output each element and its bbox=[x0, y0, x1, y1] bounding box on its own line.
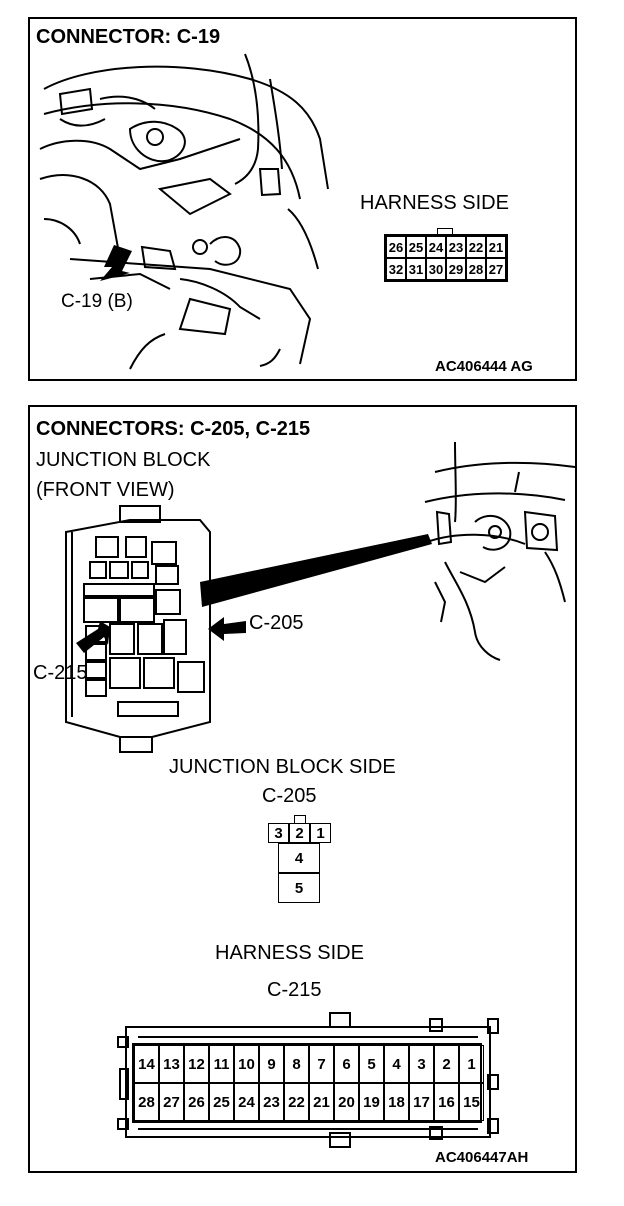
pin-cavity: 24 bbox=[426, 236, 446, 258]
c215-label: C-215 bbox=[267, 979, 322, 1001]
pin-cavity: 25 bbox=[406, 236, 426, 258]
dashboard-view-illustration bbox=[424, 441, 576, 661]
pin-cavity: 8 bbox=[284, 1045, 309, 1083]
c19-harness-side-label: HARNESS SIDE bbox=[360, 192, 509, 214]
pin-cavity: 4 bbox=[278, 843, 320, 873]
pin-cavity: 1 bbox=[310, 823, 331, 843]
pin-cavity: 16 bbox=[434, 1083, 459, 1121]
c19-latch bbox=[437, 228, 453, 235]
pin-cavity: 7 bbox=[309, 1045, 334, 1083]
pin-cavity: 29 bbox=[446, 258, 466, 280]
pin-cavity: 28 bbox=[134, 1083, 159, 1121]
c215-harness-side-label: HARNESS SIDE bbox=[215, 942, 364, 964]
pin-cavity: 3 bbox=[409, 1045, 434, 1083]
c215-callout: C-215 bbox=[33, 662, 88, 684]
pin-cavity: 26 bbox=[184, 1083, 209, 1121]
pin-cavity: 14 bbox=[134, 1045, 159, 1083]
pin-cavity: 15 bbox=[459, 1083, 484, 1121]
pin-cavity: 3 bbox=[268, 823, 289, 843]
front-view-label: (FRONT VIEW) bbox=[36, 479, 175, 501]
c205-callout: C-205 bbox=[249, 612, 304, 634]
pin-cavity: 22 bbox=[466, 236, 486, 258]
pin-cavity: 1 bbox=[459, 1045, 484, 1083]
c205-c215-panel-title: CONNECTORS: C-205, C-215 bbox=[36, 418, 311, 440]
pin-cavity: 12 bbox=[184, 1045, 209, 1083]
pin-cavity: 24 bbox=[234, 1083, 259, 1121]
connector-c19-panel: CONNECTOR: C-19 bbox=[28, 17, 577, 381]
c205-label: C-205 bbox=[262, 785, 317, 807]
c19-ref-code: AC406444 AG bbox=[435, 358, 533, 375]
pin-cavity: 23 bbox=[259, 1083, 284, 1121]
pin-cavity: 25 bbox=[209, 1083, 234, 1121]
pin-cavity: 13 bbox=[159, 1045, 184, 1083]
pin-cavity: 28 bbox=[466, 258, 486, 280]
c205-latch bbox=[294, 815, 306, 824]
pin-cavity: 6 bbox=[334, 1045, 359, 1083]
pin-cavity: 5 bbox=[359, 1045, 384, 1083]
pin-cavity: 32 bbox=[386, 258, 406, 280]
junction-block-side-label: JUNCTION BLOCK SIDE bbox=[169, 756, 396, 778]
pin-cavity: 5 bbox=[278, 873, 320, 903]
pin-cavity: 9 bbox=[259, 1045, 284, 1083]
c215-housing-outline bbox=[117, 1012, 499, 1148]
pin-cavity: 2 bbox=[289, 823, 310, 843]
pin-cavity: 30 bbox=[426, 258, 446, 280]
junction-block-label: JUNCTION BLOCK bbox=[36, 449, 211, 471]
c215-pointer-arrow bbox=[76, 621, 110, 653]
pin-cavity: 21 bbox=[309, 1083, 334, 1121]
pin-cavity: 18 bbox=[384, 1083, 409, 1121]
c205-pointer-arrow bbox=[208, 617, 246, 641]
pin-cavity: 27 bbox=[486, 258, 506, 280]
pin-cavity: 27 bbox=[159, 1083, 184, 1121]
junction-block-illustration bbox=[65, 505, 211, 753]
junction-block-leader bbox=[200, 534, 432, 607]
c205-c215-ref-code: AC406447AH bbox=[435, 1149, 529, 1166]
pin-cavity: 2 bbox=[434, 1045, 459, 1083]
pin-cavity: 26 bbox=[386, 236, 406, 258]
pin-cavity: 11 bbox=[209, 1045, 234, 1083]
c19-panel-title: CONNECTOR: C-19 bbox=[36, 26, 221, 48]
c19-pointer-arrow bbox=[100, 245, 132, 281]
connectors-c205-c215-panel: CONNECTORS: C-205, C-215 JUNCTION BLOCK … bbox=[28, 405, 577, 1173]
pin-cavity: 17 bbox=[409, 1083, 434, 1121]
pin-cavity: 22 bbox=[284, 1083, 309, 1121]
pin-cavity: 31 bbox=[406, 258, 426, 280]
pin-cavity: 4 bbox=[384, 1045, 409, 1083]
pin-cavity: 19 bbox=[359, 1083, 384, 1121]
dashboard-illustration bbox=[39, 53, 329, 370]
pin-cavity: 21 bbox=[486, 236, 506, 258]
pin-cavity: 23 bbox=[446, 236, 466, 258]
c19-callout: C-19 (B) bbox=[61, 291, 133, 312]
pin-cavity: 20 bbox=[334, 1083, 359, 1121]
pin-cavity: 10 bbox=[234, 1045, 259, 1083]
